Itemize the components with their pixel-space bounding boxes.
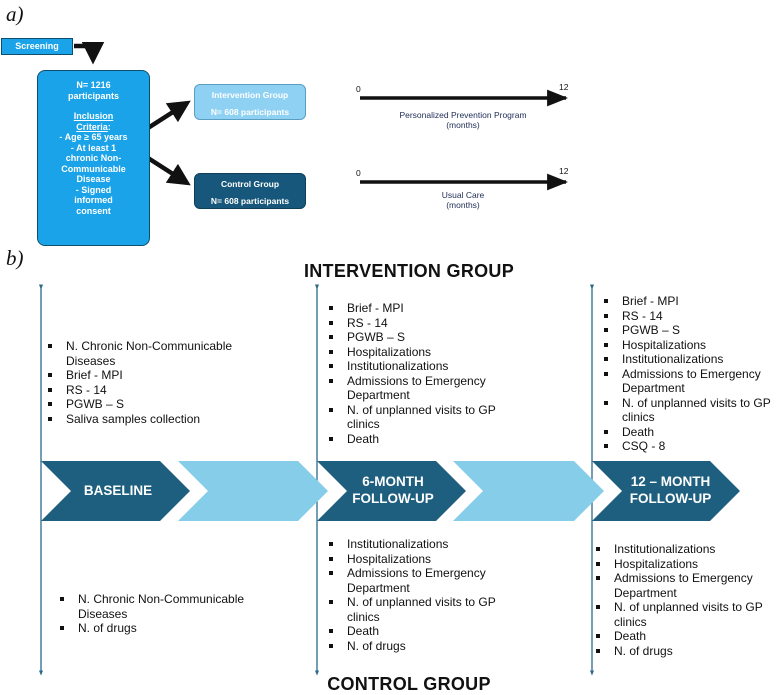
intervention-group-box: Intervention Group N= 608 participants xyxy=(194,84,306,120)
control-group-count: N= 608 participants xyxy=(210,196,290,206)
participants-box: N= 1216 participants Inclusion Criteria:… xyxy=(37,70,150,246)
list-item: RS - 14 xyxy=(602,309,777,324)
list-item: Hospitalizations xyxy=(327,552,527,567)
list-item: N. of drugs xyxy=(58,621,283,636)
participants-count-unit: participants xyxy=(67,90,119,101)
gap-chevron-2 xyxy=(453,461,604,521)
baseline-label: BASELINE xyxy=(83,483,153,498)
control-group-box: Control Group N= 608 participants xyxy=(194,173,306,209)
list-item: RS - 14 xyxy=(46,383,271,398)
list-item: Hospitalizations xyxy=(594,557,774,572)
list-item: N. of drugs xyxy=(594,644,774,659)
intervention-group-name: Intervention Group xyxy=(211,90,289,100)
list-item: N. of drugs xyxy=(327,639,527,654)
list-item: Admissions to Emergency Department xyxy=(327,374,527,403)
criterion-ncd-1: - At least 1 xyxy=(70,142,117,153)
screening-arrow xyxy=(74,42,105,65)
criterion-ncd-3: Communicable xyxy=(61,163,126,174)
list-item: Death xyxy=(327,432,527,447)
criteria-title-line2: Criteria: xyxy=(76,121,111,132)
criterion-ncd-2: chronic Non- xyxy=(65,153,122,163)
list-item: Institutionalizations xyxy=(602,352,777,367)
intervention-timeline-start: 0 xyxy=(356,84,361,94)
list-item: N. Chronic Non-Communicable Diseases xyxy=(58,592,283,621)
list-item: Hospitalizations xyxy=(327,345,527,360)
list-item: Hospitalizations xyxy=(602,338,777,353)
control-timeline-start: 0 xyxy=(356,168,361,178)
to-intervention-arrow xyxy=(146,100,191,130)
list-item: N. of unplanned visits to GP clinics xyxy=(602,396,777,425)
list-item: RS - 14 xyxy=(327,316,527,331)
control-timeline-label: Usual Care (months) xyxy=(441,190,485,210)
list-item: Brief - MPI xyxy=(602,294,777,309)
list-item: N. of unplanned visits to GP clinics xyxy=(594,600,774,629)
intervention-timeline-end: 12 xyxy=(559,82,569,92)
list-item: N. of unplanned visits to GP clinics xyxy=(327,595,527,624)
list-item: Death xyxy=(327,624,527,639)
list-item: Brief - MPI xyxy=(327,301,527,316)
list-item: Admissions to Emergency Department xyxy=(594,571,774,600)
list-item: PGWB – S xyxy=(327,330,527,345)
intervention-group-count: N= 608 participants xyxy=(210,107,290,117)
participants-count: N= 1216 xyxy=(76,80,111,90)
criterion-consent-2: informed xyxy=(74,195,113,205)
list-item: Brief - MPI xyxy=(46,368,271,383)
list-item: Admissions to Emergency Department xyxy=(602,367,777,396)
twelve-month-label: 12 – MONTH FOLLOW-UP xyxy=(629,474,712,506)
list-item: Institutionalizations xyxy=(327,359,527,374)
criterion-consent-3: consent xyxy=(76,205,111,216)
list-item: Saliva samples collection xyxy=(46,412,271,427)
to-control-arrow xyxy=(146,156,191,186)
list-item: CSQ - 8 xyxy=(602,439,777,454)
panel-a-label: a) xyxy=(6,2,24,26)
control-group-name: Control Group xyxy=(220,179,280,189)
control-group-title: CONTROL GROUP xyxy=(327,674,491,694)
list-item: Institutionalizations xyxy=(594,542,774,557)
panel-b-label: b) xyxy=(6,246,24,270)
six-month-chevron xyxy=(317,461,466,521)
twelve-month-chevron xyxy=(592,461,740,521)
criterion-consent-1: - Signed xyxy=(75,184,112,195)
intervention-group-title: INTERVENTION GROUP xyxy=(303,261,515,281)
list-item: N. of unplanned visits to GP clinics xyxy=(327,403,527,432)
screening-box: Screening xyxy=(1,38,73,55)
criteria-title: Inclusion xyxy=(73,111,114,121)
list-item: PGWB – S xyxy=(602,323,777,338)
gap-chevron-1 xyxy=(178,461,328,521)
list-item: Admissions to Emergency Department xyxy=(327,566,527,595)
criterion-ncd-4: Disease xyxy=(76,174,111,184)
list-item: Death xyxy=(594,629,774,644)
list-item: Institutionalizations xyxy=(327,537,527,552)
control-timeline-end: 12 xyxy=(559,166,569,176)
six-month-label: 6-MONTH FOLLOW-UP xyxy=(352,474,434,506)
intervention-timeline-label: Personalized Prevention Program (months) xyxy=(399,110,527,130)
list-item: PGWB – S xyxy=(46,397,271,412)
baseline-chevron xyxy=(41,461,190,521)
criterion-age: - Age ≥ 65 years xyxy=(59,132,128,142)
list-item: N. Chronic Non-Communicable Diseases xyxy=(46,339,271,368)
list-item: Death xyxy=(602,425,777,440)
